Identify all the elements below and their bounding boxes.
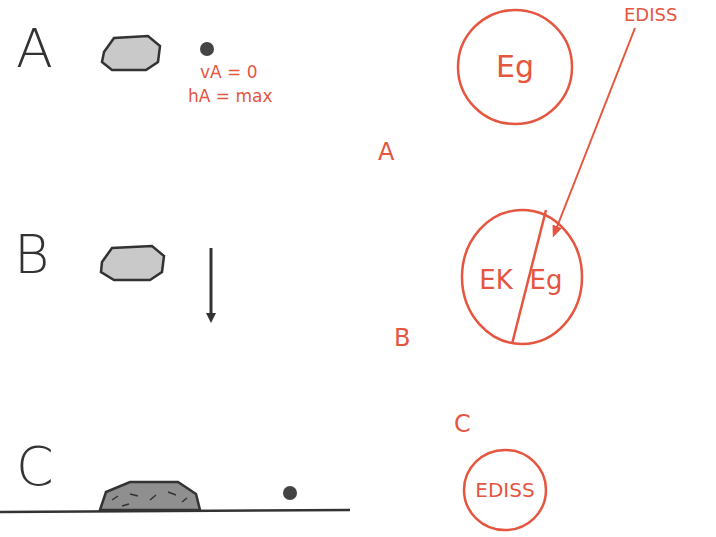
stage-letter: A — [378, 140, 394, 164]
rock — [101, 246, 164, 280]
circle-outline — [460, 208, 584, 346]
rock-texture — [112, 492, 187, 506]
energy-label: EK — [479, 267, 512, 293]
stage-letter: C — [454, 412, 471, 436]
energy-label: EDISS — [475, 480, 534, 500]
ball — [283, 486, 297, 500]
energy-label: Eg — [530, 267, 563, 293]
energy-circle: Eg — [456, 8, 574, 126]
stage-letter: C — [16, 440, 54, 494]
annotation: hA = max — [188, 88, 273, 105]
fall-arrow — [210, 248, 213, 318]
flattened-rock — [100, 482, 200, 510]
annotation: vA = 0 — [200, 64, 258, 81]
leader-arrow — [555, 28, 635, 232]
energy-circle: EK Eg — [460, 208, 584, 346]
energy-circle: EDISS — [462, 448, 548, 532]
ball — [200, 42, 214, 56]
callout-label: EDISS — [624, 6, 677, 24]
stage-letter: B — [394, 326, 410, 350]
stage-letter: B — [14, 228, 49, 282]
rock — [102, 36, 160, 70]
stage-letter: A — [16, 22, 53, 76]
energy-label: Eg — [496, 52, 534, 82]
